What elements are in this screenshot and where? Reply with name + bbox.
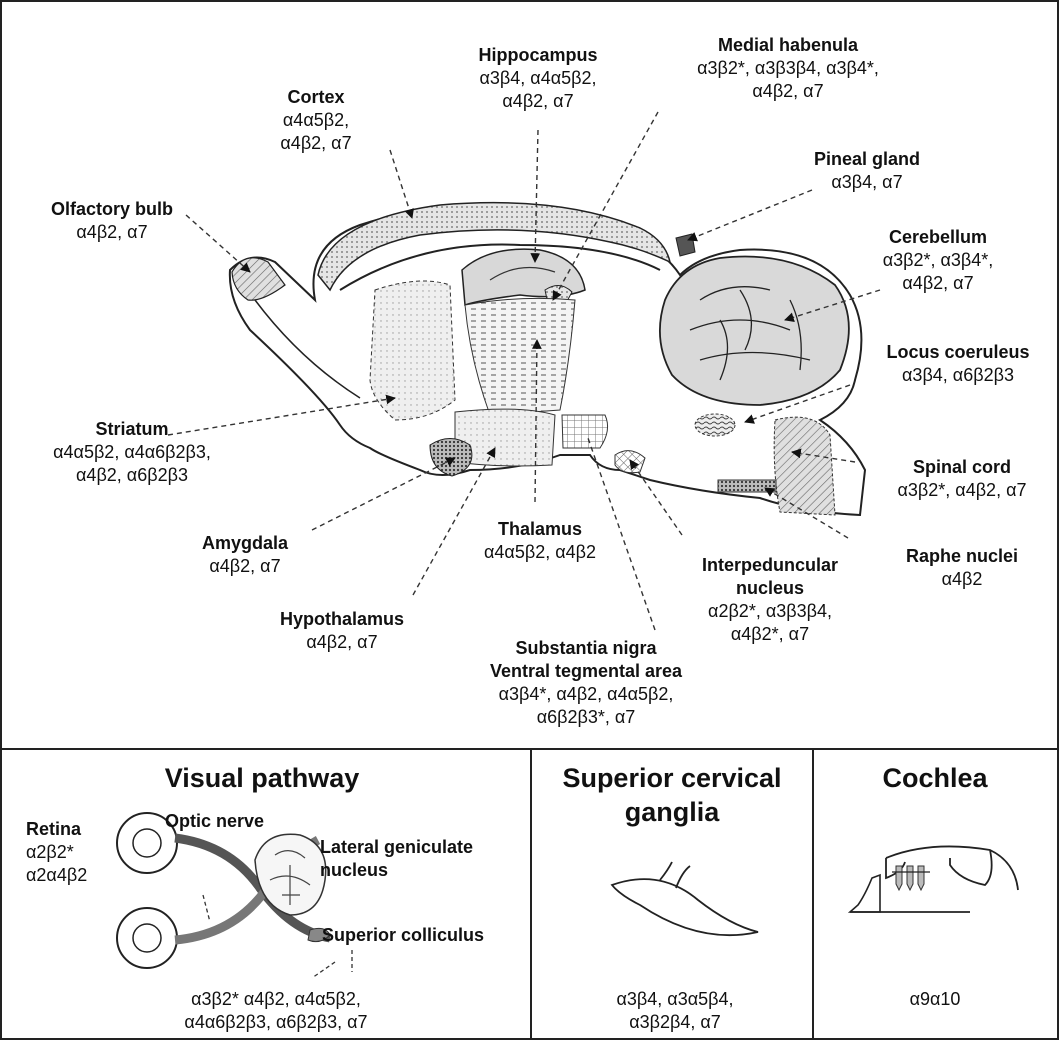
label-substantia-nigra: Substantia nigra Ventral tegmental area … bbox=[490, 637, 682, 729]
label-raphe-nuclei: Raphe nuclei α4β2 bbox=[906, 545, 1018, 591]
spinal-cord-region bbox=[774, 417, 835, 515]
visual-pathway-subunits: α3β2* α4β2, α4α5β2, α4α6β2β3, α6β2β3, α7 bbox=[184, 988, 367, 1034]
label-cerebellum: Cerebellum α3β2*, α3β4*, α4β2, α7 bbox=[883, 226, 994, 295]
visual-pathway-title: Visual pathway bbox=[165, 761, 360, 795]
label-lateral-geniculate: Lateral geniculate nucleus bbox=[320, 836, 473, 882]
label-pineal-gland: Pineal gland α3β4, α7 bbox=[814, 148, 920, 194]
label-medial-habenula: Medial habenula α3β2*, α3β3β4, α3β4*, α4… bbox=[697, 34, 879, 103]
visual-pathway-illustration bbox=[117, 813, 352, 978]
ganglia-illustration bbox=[612, 862, 758, 935]
label-striatum: Striatum α4α5β2, α4α6β2β3, α4β2, α6β2β3 bbox=[53, 418, 211, 487]
label-hippocampus: Hippocampus α3β4, α4α5β2, α4β2, α7 bbox=[478, 44, 597, 113]
label-olfactory-bulb: Olfactory bulb α4β2, α7 bbox=[51, 198, 173, 244]
cerebellum-region bbox=[660, 257, 849, 405]
label-hypothalamus: Hypothalamus α4β2, α7 bbox=[280, 608, 404, 654]
substantia-nigra-region bbox=[562, 415, 608, 448]
label-superior-colliculus: Superior colliculus bbox=[322, 924, 484, 947]
label-cortex: Cortex α4α5β2, α4β2, α7 bbox=[280, 86, 351, 155]
striatum-region bbox=[370, 281, 455, 420]
label-spinal-cord: Spinal cord α3β2*, α4β2, α7 bbox=[898, 456, 1027, 502]
ganglia-subunits: α3β4, α3α5β4, α3β2β4, α7 bbox=[617, 988, 734, 1034]
cochlea-illustration bbox=[850, 846, 1018, 912]
locus-coeruleus-region bbox=[695, 414, 735, 436]
label-interpeduncular-nucleus: Interpeduncular nucleus α2β2*, α3β3β4, α… bbox=[702, 554, 838, 646]
label-retina: Retina α2β2* α2α4β2 bbox=[26, 818, 87, 887]
label-locus-coeruleus: Locus coeruleus α3β4, α6β2β3 bbox=[886, 341, 1029, 387]
cochlea-title: Cochlea bbox=[882, 761, 987, 795]
label-thalamus: Thalamus α4α5β2, α4β2 bbox=[484, 518, 596, 564]
cochlea-subunits: α9α10 bbox=[910, 988, 961, 1011]
label-optic-nerve: Optic nerve bbox=[165, 810, 264, 833]
pineal-gland-region bbox=[676, 234, 695, 256]
ganglia-title: Superior cervical ganglia bbox=[562, 761, 781, 829]
label-amygdala: Amygdala α4β2, α7 bbox=[202, 532, 288, 578]
